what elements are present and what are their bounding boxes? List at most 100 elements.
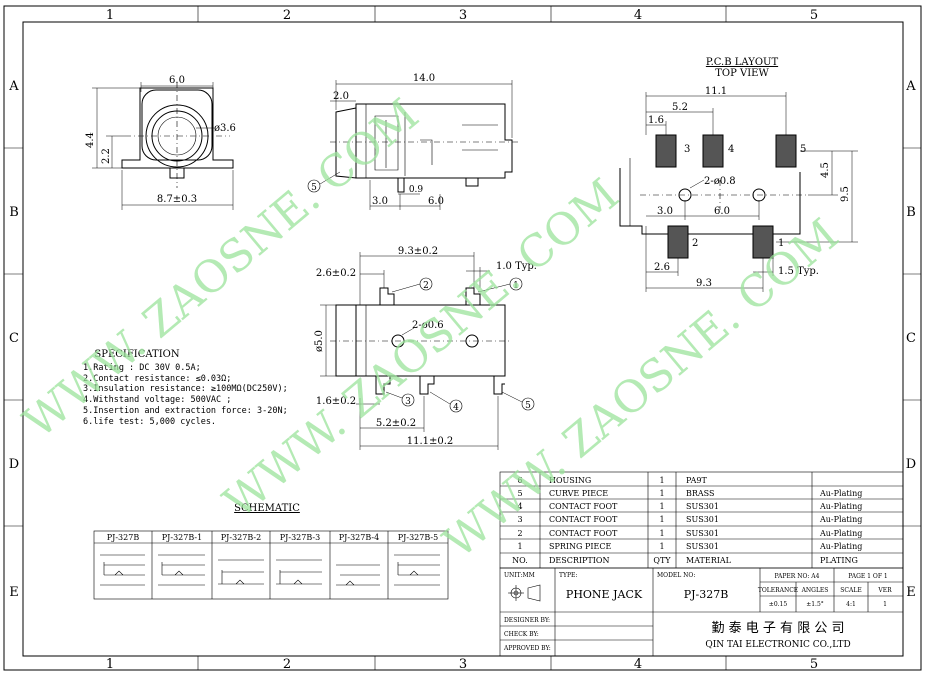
front-hole-label: ø3.6 — [214, 123, 236, 134]
pcb-pad-3 — [655, 134, 677, 168]
side-view: 14.0 2.0 3.0 6.0 0.9 5 — [307, 73, 520, 210]
row-label-e: E — [9, 585, 19, 600]
bom-header-no: NO. — [512, 556, 528, 565]
pcb-pad-label-3: 3 — [684, 144, 690, 155]
tolerance-value: ±0.15 — [769, 601, 788, 608]
bom-row-1-desc: SPRING PIECE — [549, 542, 611, 551]
col-label-5: 5 — [810, 8, 818, 23]
pcb-d93-label: 9.3 — [696, 278, 712, 289]
bom-row-5-no: 5 — [517, 489, 522, 498]
bom-row-5-desc: CURVE PIECE — [549, 489, 608, 498]
col-label-3: 3 — [459, 8, 467, 23]
bom-row-3-qty: 1 — [659, 515, 664, 524]
spec-line-3: 3.Insulation resistance: ≥100MΩ(DC250V); — [83, 384, 288, 394]
bom-row-6-material: PA9T — [686, 476, 708, 485]
schematic-model-2: PJ-327B-1 — [162, 533, 202, 542]
front-offset-label: 2.2 — [101, 148, 112, 164]
bottom-hole-label: 2-ø0.6 — [412, 320, 444, 331]
col-label-3-bottom: 3 — [459, 657, 467, 672]
schematic-model-1: PJ-327B — [107, 533, 140, 542]
col-label-1: 1 — [106, 8, 114, 23]
pcb-d95-label: 9.5 — [840, 186, 851, 202]
bottom-callout-1: 1 — [513, 281, 519, 291]
row-label-d-right: D — [906, 457, 916, 472]
bottom-d26-label: 2.6±0.2 — [316, 268, 356, 279]
outer-border — [3, 5, 922, 671]
spec-line-5: 5.Insertion and extraction force: 3-20N; — [83, 406, 288, 416]
pcb-subtitle: TOP VIEW — [715, 68, 769, 79]
pcb-d60-label: 6.0 — [714, 206, 730, 217]
projection-icon — [508, 584, 541, 602]
pcb-pad-5 — [775, 134, 797, 168]
side-callout-5: 5 — [311, 183, 317, 193]
bom-row-4-plating: Au-Plating — [819, 502, 862, 511]
bom-row-6-no: 6 — [517, 476, 522, 485]
col-label-2-bottom: 2 — [283, 657, 291, 672]
inner-border — [22, 21, 904, 657]
side-d2-label: 6.0 — [428, 196, 444, 207]
bottom-d111-label: 11.1±0.2 — [407, 436, 454, 447]
row-label-b-right: B — [906, 205, 916, 220]
paper-label: PAPER NO: A4 — [775, 573, 820, 580]
pcb-typ-label: 1.5 Typ. — [778, 266, 819, 277]
bom-row-6-qty: 1 — [659, 476, 664, 485]
angles-value: ±1.5° — [806, 601, 824, 608]
bottom-d52-label: 5.2±0.2 — [376, 418, 416, 429]
scale-value: 4:1 — [846, 601, 856, 608]
col-label-4-bottom: 4 — [634, 657, 642, 672]
front-view: 6.0 4.4 2.2 8.7±0.3 ø3.6 — [85, 75, 236, 210]
pcb-d30-label: 3.0 — [657, 206, 673, 217]
pcb-pad-label-4: 4 — [728, 144, 734, 155]
bom-row-4-qty: 1 — [659, 502, 664, 511]
bom-row-2-qty: 1 — [659, 529, 664, 538]
bom-row-1-qty: 1 — [659, 542, 664, 551]
title-block: UNIT:MM TYPE: PHONE JACK MODEL NO: PJ-32… — [499, 567, 904, 657]
bom-row-5-material: BRASS — [686, 489, 715, 498]
bom-row-5-plating: Au-Plating — [819, 489, 862, 498]
pcb-layout: P.C.B LAYOUT TOP VIEW 3 4 5 2 1 11.1 5.2… — [619, 57, 858, 292]
bom-row-1-no: 1 — [517, 542, 522, 551]
col-label-2: 2 — [283, 8, 291, 23]
bom-header-material: MATERIAL — [686, 556, 732, 565]
ver-value: 1 — [883, 601, 887, 608]
bom-row-4-desc: CONTACT FOOT — [549, 502, 618, 511]
bom-row-6-desc: HOUSING — [549, 476, 591, 485]
pcb-pad-label-5: 5 — [800, 144, 806, 155]
pcb-d52-label: 5.2 — [672, 102, 688, 113]
spec-title: SPECIFICATION — [94, 349, 180, 360]
bottom-typ-label: 1.0 Typ. — [496, 261, 537, 272]
ver-label: VER — [877, 587, 892, 594]
check-label: CHECK BY: — [504, 631, 539, 638]
spec-line-4: 4.Withstand voltage: 500VAC ; — [83, 395, 231, 405]
bottom-d16-label: 1.6±0.2 — [316, 396, 356, 407]
bom-row-4-material: SUS301 — [686, 502, 719, 511]
spec-line-6: 6.life test: 5,000 cycles. — [83, 417, 216, 427]
bottom-callout-5: 5 — [525, 401, 531, 411]
pcb-d16-label: 1.6 — [648, 115, 664, 126]
bottom-dia-label: ø5.0 — [314, 330, 325, 352]
schematic-model-3: PJ-327B-2 — [221, 533, 261, 542]
bom-row-2-material: SUS301 — [686, 529, 719, 538]
company-name-cn: 勤 泰 电 子 有 限 公 司 — [712, 621, 845, 636]
pcb-pad-4 — [702, 134, 724, 168]
scale-label: SCALE — [840, 587, 861, 594]
bom-row-1-plating: Au-Plating — [819, 542, 862, 551]
row-label-a: A — [8, 79, 19, 94]
bom-row-3-material: SUS301 — [686, 515, 719, 524]
bottom-callout-2: 2 — [423, 281, 429, 291]
bottom-callout-4: 4 — [453, 403, 459, 413]
approved-label: APPROVED BY: — [503, 645, 551, 652]
schematic-title: SCHEMATIC — [234, 503, 300, 514]
pcb-title: P.C.B LAYOUT — [706, 57, 779, 68]
bom-header-plating: PLATING — [820, 556, 858, 565]
front-width-label: 6.0 — [169, 75, 185, 86]
row-label-d: D — [9, 457, 19, 472]
schematic-block: SCHEMATIC PJ-327B PJ-327B-1 PJ-327B-2 PJ… — [93, 503, 449, 600]
bom-row-3-no: 3 — [517, 515, 522, 524]
schematic-model-5: PJ-327B-4 — [339, 533, 379, 542]
unit-label: UNIT:MM — [504, 572, 535, 579]
pcb-pad-label-2: 2 — [692, 238, 698, 249]
type-label: TYPE: — [559, 572, 577, 579]
bom-row-3-plating: Au-Plating — [819, 515, 862, 524]
schematic-model-6: PJ-327B-5 — [398, 533, 438, 542]
